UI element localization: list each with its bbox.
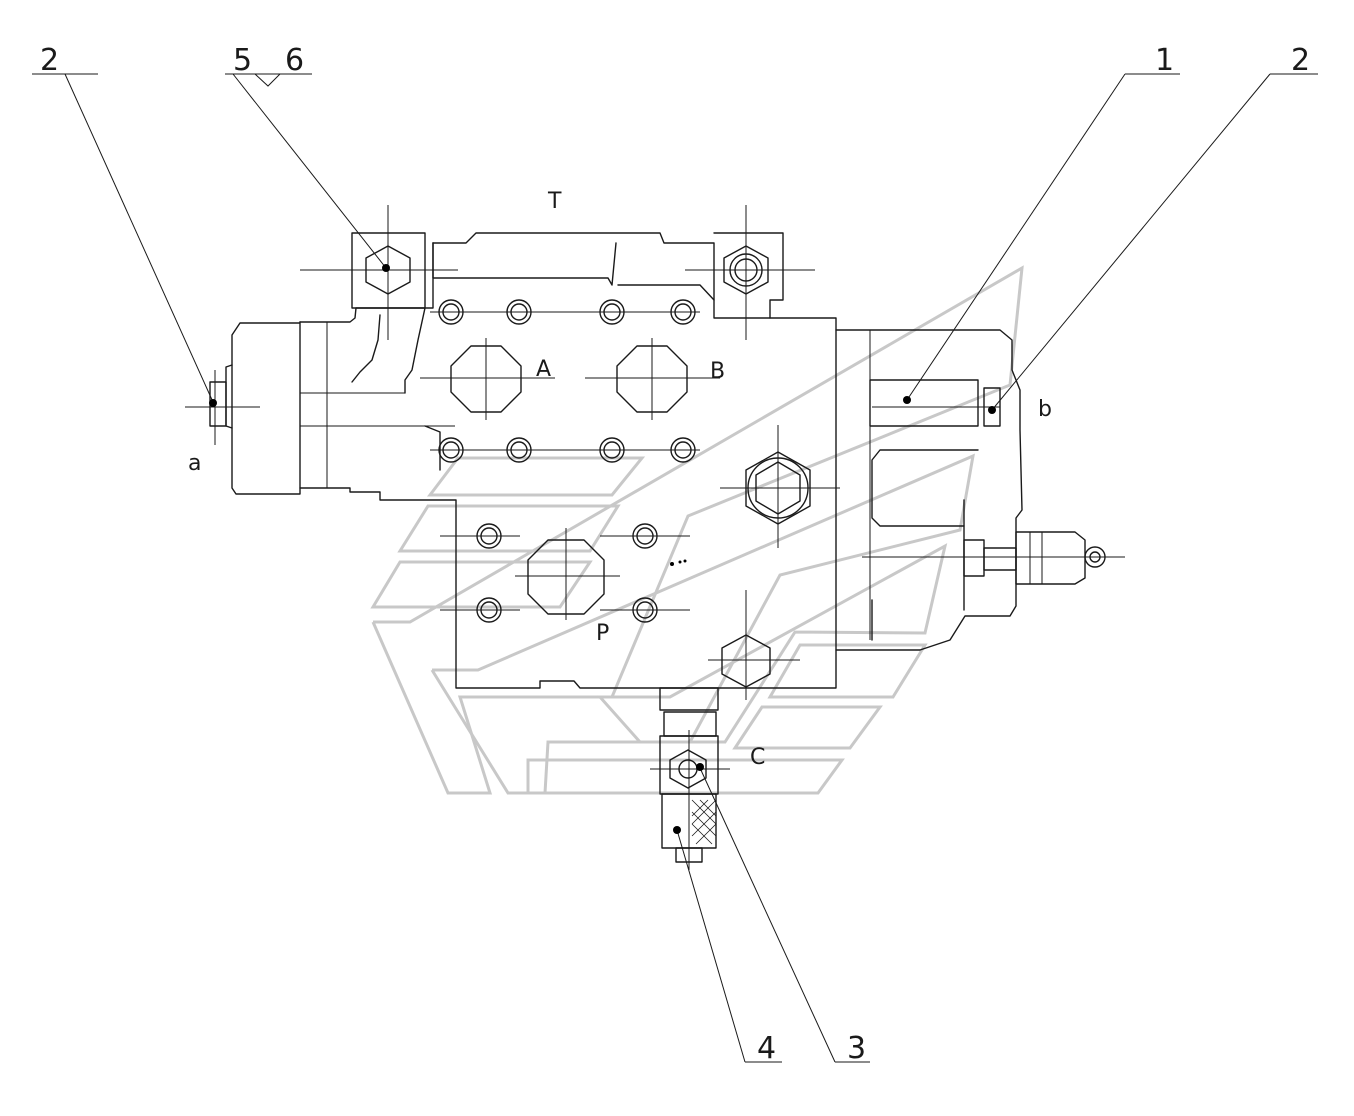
port-a-octagon [450, 345, 522, 413]
hex-bolt-top-right [723, 245, 769, 295]
port-label-b: B [710, 359, 725, 384]
port-label-b-lower: b [1038, 397, 1052, 422]
valve-body [209, 232, 1125, 863]
hex-bolt-center-right [745, 451, 811, 525]
callout-3: 3 [847, 1031, 866, 1066]
callout-1: 1 [1155, 43, 1174, 78]
port-label-p: P [596, 621, 609, 646]
callout-4: 4 [757, 1031, 776, 1066]
callout-2-right: 2 [1291, 43, 1310, 78]
port-label-a: A [536, 357, 551, 382]
callout-6: 6 [285, 43, 304, 78]
leader-dots [209, 264, 996, 834]
port-b-octagon [616, 345, 688, 413]
port-label-c: C [750, 745, 765, 770]
port-label-a-lower: a [188, 451, 201, 476]
leader-lines [32, 73, 1318, 1063]
callout-5: 5 [233, 43, 252, 78]
mounting-screws [438, 299, 696, 623]
hex-bolt-top-left [365, 245, 411, 295]
port-p-octagon [527, 539, 605, 615]
fasteners [365, 245, 811, 688]
watermark-logo [370, 265, 1024, 795]
hex-bolt-lower [721, 634, 771, 688]
callout-2-left: 2 [40, 43, 59, 78]
centerlines [185, 205, 1000, 870]
port-label-t: T [547, 189, 562, 214]
knurled-pattern [691, 799, 717, 845]
